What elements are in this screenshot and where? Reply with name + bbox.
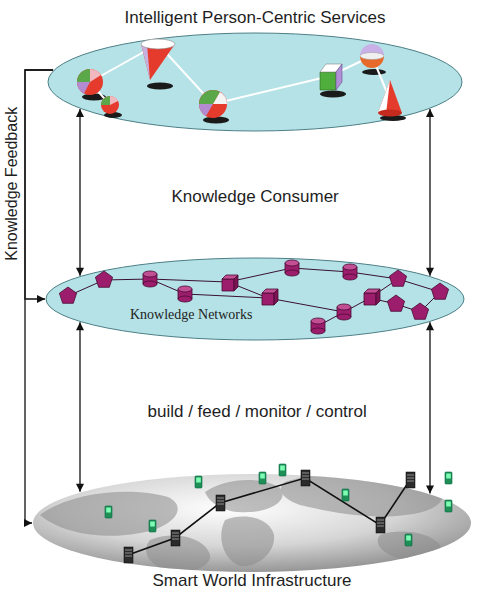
shadow — [320, 91, 346, 98]
services-layer: Intelligent Person-Centric Services — [47, 32, 463, 132]
sphere — [199, 90, 227, 118]
server-icon — [376, 517, 385, 533]
device-icon — [405, 534, 412, 546]
sphere-object — [199, 90, 227, 118]
network-node — [222, 275, 238, 291]
server-icon — [301, 470, 310, 486]
sphere-wedge — [101, 96, 110, 105]
layer-relation-label: build / feed / monitor / control — [148, 403, 367, 422]
ellipse-shape — [33, 474, 471, 572]
cube-front — [320, 72, 336, 90]
server-icon — [216, 495, 225, 511]
device-icon — [149, 520, 156, 532]
layer-heading: Intelligent Person-Centric Services — [47, 9, 463, 28]
shadow — [362, 69, 386, 75]
edge-label: Knowledge Feedback — [3, 107, 21, 261]
network-node — [337, 304, 351, 320]
sphere — [77, 69, 103, 95]
device-icon — [445, 500, 452, 512]
network-node — [364, 289, 380, 305]
network-node — [262, 289, 278, 305]
layer-relation-label: Knowledge Consumer — [172, 188, 339, 207]
feedback-arrow — [25, 70, 53, 299]
device-icon — [259, 472, 266, 484]
ellipse-shape — [46, 258, 464, 340]
ellipse-outline — [45, 257, 465, 341]
half-sphere-object — [360, 44, 384, 68]
sphere-object — [101, 96, 119, 114]
device-icon — [342, 489, 349, 501]
shadow — [147, 83, 173, 90]
server-icon — [171, 530, 180, 546]
network-node — [178, 286, 192, 302]
exchange-arrow — [429, 322, 430, 493]
network-node — [285, 260, 299, 276]
network-node — [343, 264, 357, 280]
infrastructure-globe: Smart World Infrastructure — [32, 473, 472, 573]
exchange-arrow — [79, 109, 80, 276]
ellipse-outline — [47, 32, 463, 132]
dome-rim — [360, 53, 384, 60]
knowledge-layer: Knowledge Networks — [45, 257, 465, 341]
sphere-object — [77, 69, 103, 95]
device-icon — [195, 476, 202, 488]
exchange-arrow — [79, 322, 80, 492]
exchange-arrow — [429, 109, 430, 276]
device-icon — [279, 464, 286, 476]
device-icon — [445, 472, 452, 484]
cone-base — [378, 110, 402, 117]
cube-object — [320, 64, 342, 90]
device-icon — [105, 506, 112, 518]
sphere — [101, 96, 119, 114]
ellipse-shape — [48, 33, 462, 131]
cone-top — [141, 39, 175, 49]
network-node — [311, 318, 325, 334]
layer-heading: Smart World Infrastructure — [32, 572, 472, 591]
server-icon — [406, 472, 415, 488]
ellipse-outline — [32, 473, 472, 573]
layer-label: Knowledge Networks — [130, 307, 252, 322]
network-node — [143, 271, 157, 287]
server-icon — [124, 547, 133, 563]
